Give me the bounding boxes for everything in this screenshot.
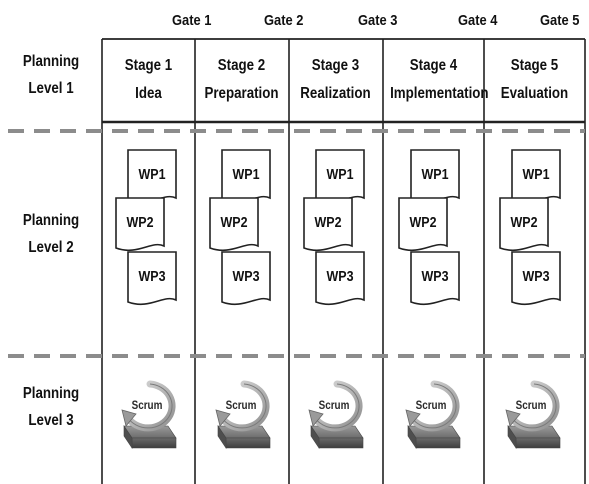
scrum-label-stage-1: Scrum [131, 400, 163, 412]
scrum-icon-stage-5 [506, 384, 560, 448]
wp1-label-stage-3: WP1 [326, 167, 354, 183]
wp3-label-stage-3: WP3 [326, 269, 354, 285]
scrum-icon-stage-4 [406, 384, 460, 448]
stage-5-title: Stage 5 [510, 57, 559, 74]
planning-level-2-label: Planning Level 2 [12, 207, 89, 261]
wp3-label-stage-1: WP3 [138, 269, 166, 285]
stage-2-title: Stage 2 [217, 57, 266, 74]
gate-label-3: Gate 3 [358, 12, 398, 29]
scrum-label-stage-3: Scrum [318, 400, 350, 412]
stage-5-header: Stage 5 Evaluation [491, 52, 578, 108]
scrum-icon-stage-3 [309, 384, 363, 448]
scrum-label-stage-5: Scrum [515, 400, 547, 412]
wp2-label-stage-1: WP2 [126, 215, 154, 231]
scrum-label-stage-2: Scrum [225, 400, 257, 412]
wp2-label-stage-3: WP2 [314, 215, 342, 231]
stage-3-title: Stage 3 [311, 57, 360, 74]
gate-label-2: Gate 2 [264, 12, 304, 29]
gate-label-4: Gate 4 [458, 12, 498, 29]
wp2-label-stage-4: WP2 [409, 215, 437, 231]
planning-level-3-line1: Planning [22, 385, 80, 402]
planning-level-2-line2: Level 2 [28, 239, 74, 256]
wp1-label-stage-2: WP1 [232, 167, 260, 183]
wp3-label-stage-4: WP3 [421, 269, 449, 285]
planning-level-3-label: Planning Level 3 [12, 380, 89, 434]
stage-4-subtitle: Implementation [390, 85, 489, 102]
scrum-icon-stage-1 [122, 384, 176, 448]
planning-level-1-label: Planning Level 1 [12, 48, 89, 102]
stage-5-subtitle: Evaluation [500, 85, 569, 102]
stage-3-header: Stage 3 Realization [296, 52, 376, 108]
planning-level-2-line1: Planning [22, 212, 80, 229]
wp1-label-stage-4: WP1 [421, 167, 449, 183]
stage-4-header: Stage 4 Implementation [390, 52, 489, 108]
gate-label-1: Gate 1 [172, 12, 212, 29]
wp1-label-stage-5: WP1 [522, 167, 550, 183]
stage-1-subtitle: Idea [135, 85, 162, 102]
planning-level-3-line2: Level 3 [28, 412, 74, 429]
wp2-label-stage-5: WP2 [510, 215, 538, 231]
wp3-label-stage-2: WP3 [232, 269, 260, 285]
planning-level-1-line1: Planning [22, 53, 80, 70]
scrum-label-stage-4: Scrum [415, 400, 447, 412]
stage-2-header: Stage 2 Preparation [202, 52, 282, 108]
stage-2-subtitle: Preparation [204, 85, 279, 102]
stage-1-title: Stage 1 [124, 57, 173, 74]
wp2-label-stage-2: WP2 [220, 215, 248, 231]
stage-4-title: Stage 4 [409, 57, 458, 74]
stage-1-header: Stage 1 Idea [109, 52, 189, 108]
gate-label-5: Gate 5 [540, 12, 580, 29]
scrum-icon-stage-2 [216, 384, 270, 448]
planning-level-1-line2: Level 1 [28, 80, 74, 97]
wp1-label-stage-1: WP1 [138, 167, 166, 183]
stage-3-subtitle: Realization [300, 85, 371, 102]
wp3-label-stage-5: WP3 [522, 269, 550, 285]
